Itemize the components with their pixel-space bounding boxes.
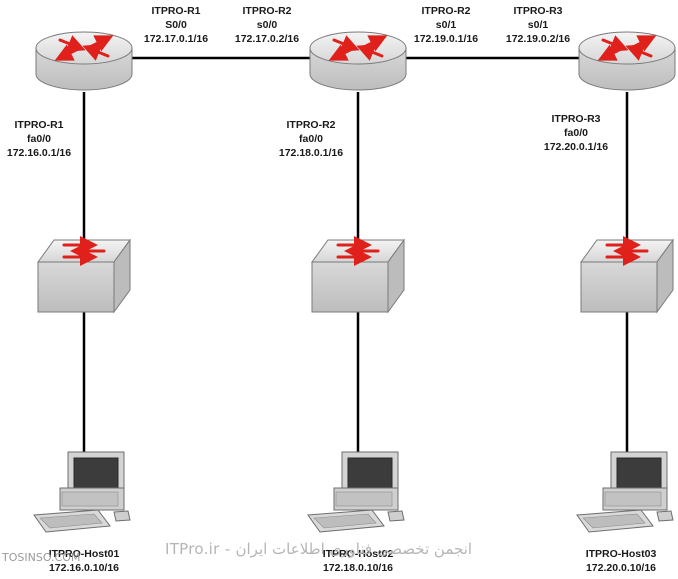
ip-address: 172.16.0.10/16 xyxy=(48,562,120,574)
switch-icon[interactable] xyxy=(37,236,131,314)
device-name: ITPRO-R3 xyxy=(551,113,601,125)
device-name: ITPRO-R3 xyxy=(513,5,563,17)
router-icon[interactable] xyxy=(309,31,407,91)
site-watermark: ITPro.ir - انجمن تخصصی فناوری اطلاعات ای… xyxy=(165,540,473,558)
lan-label-r3: ITPRO-R3 fa0/0 172.20.0.1/16 xyxy=(544,112,608,154)
switch-icon[interactable] xyxy=(311,236,405,314)
serial-label-r1: ITPRO-R1 S0/0 172.17.0.1/16 xyxy=(144,4,208,46)
lan-label-r1: ITPRO-R1 fa0/0 172.16.0.1/16 xyxy=(7,118,71,160)
host-computer-icon[interactable] xyxy=(33,451,131,533)
router-icon[interactable] xyxy=(578,31,676,91)
host-computer-icon[interactable] xyxy=(576,451,674,533)
corner-watermark: TOSINSO.COM xyxy=(2,551,81,564)
host-computer-icon[interactable] xyxy=(307,451,405,533)
interface-name: s0/0 xyxy=(256,19,278,31)
ip-address: 172.17.0.1/16 xyxy=(143,33,209,45)
router-icon[interactable] xyxy=(35,31,133,91)
host-name: ITPRO-Host01 xyxy=(48,548,120,560)
ip-address: 172.19.0.1/16 xyxy=(413,33,479,45)
interface-name: fa0/0 xyxy=(564,127,588,139)
ip-address: 172.17.0.2/16 xyxy=(234,33,300,45)
ip-address: 172.20.0.10/16 xyxy=(585,562,657,574)
device-name: ITPRO-R1 xyxy=(151,5,201,17)
host-name: ITPRO-Host02 xyxy=(322,548,394,560)
interface-name: s0/1 xyxy=(527,19,549,31)
device-name: ITPRO-R1 xyxy=(14,119,64,131)
lan-label-r2: ITPRO-R2 fa0/0 172.18.0.1/16 xyxy=(279,118,343,160)
ip-address: 172.19.0.2/16 xyxy=(505,33,571,45)
host-label-2: ITPRO-Host02 172.18.0.10/16 xyxy=(323,547,394,575)
host-label-3: ITPRO-Host03 172.20.0.10/16 xyxy=(586,547,657,575)
ip-address: 172.18.0.10/16 xyxy=(322,562,394,574)
serial-label-r2-left: ITPRO-R2 s0/0 172.17.0.2/16 xyxy=(235,4,299,46)
interface-name: fa0/0 xyxy=(299,133,323,145)
interface-name: s0/1 xyxy=(435,19,457,31)
host-label-1: ITPRO-Host01 172.16.0.10/16 xyxy=(49,547,120,575)
serial-label-r2-right: ITPRO-R2 s0/1 172.19.0.1/16 xyxy=(414,4,478,46)
host-name: ITPRO-Host03 xyxy=(585,548,657,560)
device-name: ITPRO-R2 xyxy=(242,5,292,17)
ip-address: 172.20.0.1/16 xyxy=(543,141,609,153)
device-name: ITPRO-R2 xyxy=(421,5,471,17)
ip-address: 172.18.0.1/16 xyxy=(278,147,344,159)
serial-label-r3: ITPRO-R3 s0/1 172.19.0.2/16 xyxy=(506,4,570,46)
interface-name: S0/0 xyxy=(165,19,187,31)
ip-address: 172.16.0.1/16 xyxy=(6,147,72,159)
device-name: ITPRO-R2 xyxy=(286,119,336,131)
switch-icon[interactable] xyxy=(580,236,674,314)
interface-name: fa0/0 xyxy=(27,133,51,145)
